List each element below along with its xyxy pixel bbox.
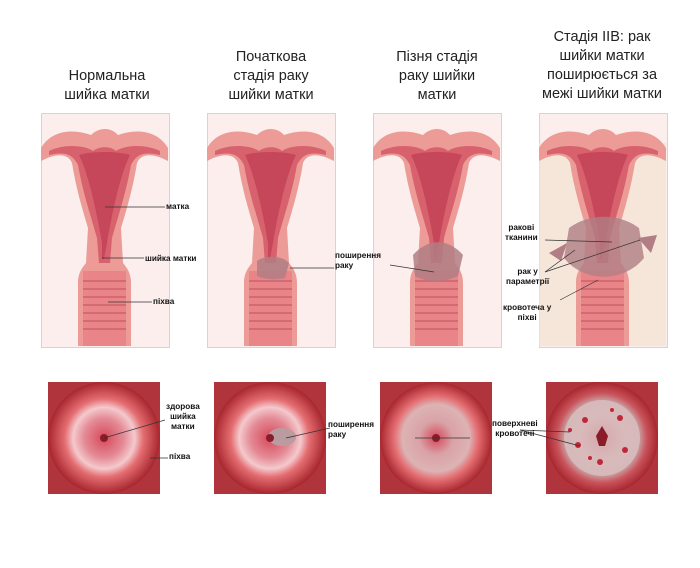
- stage-2-cervix-view: [214, 382, 326, 494]
- stage-4-uterus: [538, 128, 667, 347]
- stage-3-leader: [389, 264, 435, 273]
- stage-4-cervix-view: [546, 382, 658, 494]
- label-cervix: шийка матки: [145, 254, 197, 263]
- stage-1-uterus: [40, 128, 169, 347]
- label-vagina: піхва: [153, 297, 175, 306]
- stage-4-leaders: [544, 239, 641, 301]
- stage-2-uterus: [206, 128, 335, 347]
- disc-leaders: [103, 419, 581, 459]
- label-uterus: матка: [166, 202, 190, 211]
- stage-1-leaders: [102, 206, 165, 303]
- stage-3-uterus: [372, 128, 501, 347]
- label-disc-vagina: піхва: [169, 452, 191, 461]
